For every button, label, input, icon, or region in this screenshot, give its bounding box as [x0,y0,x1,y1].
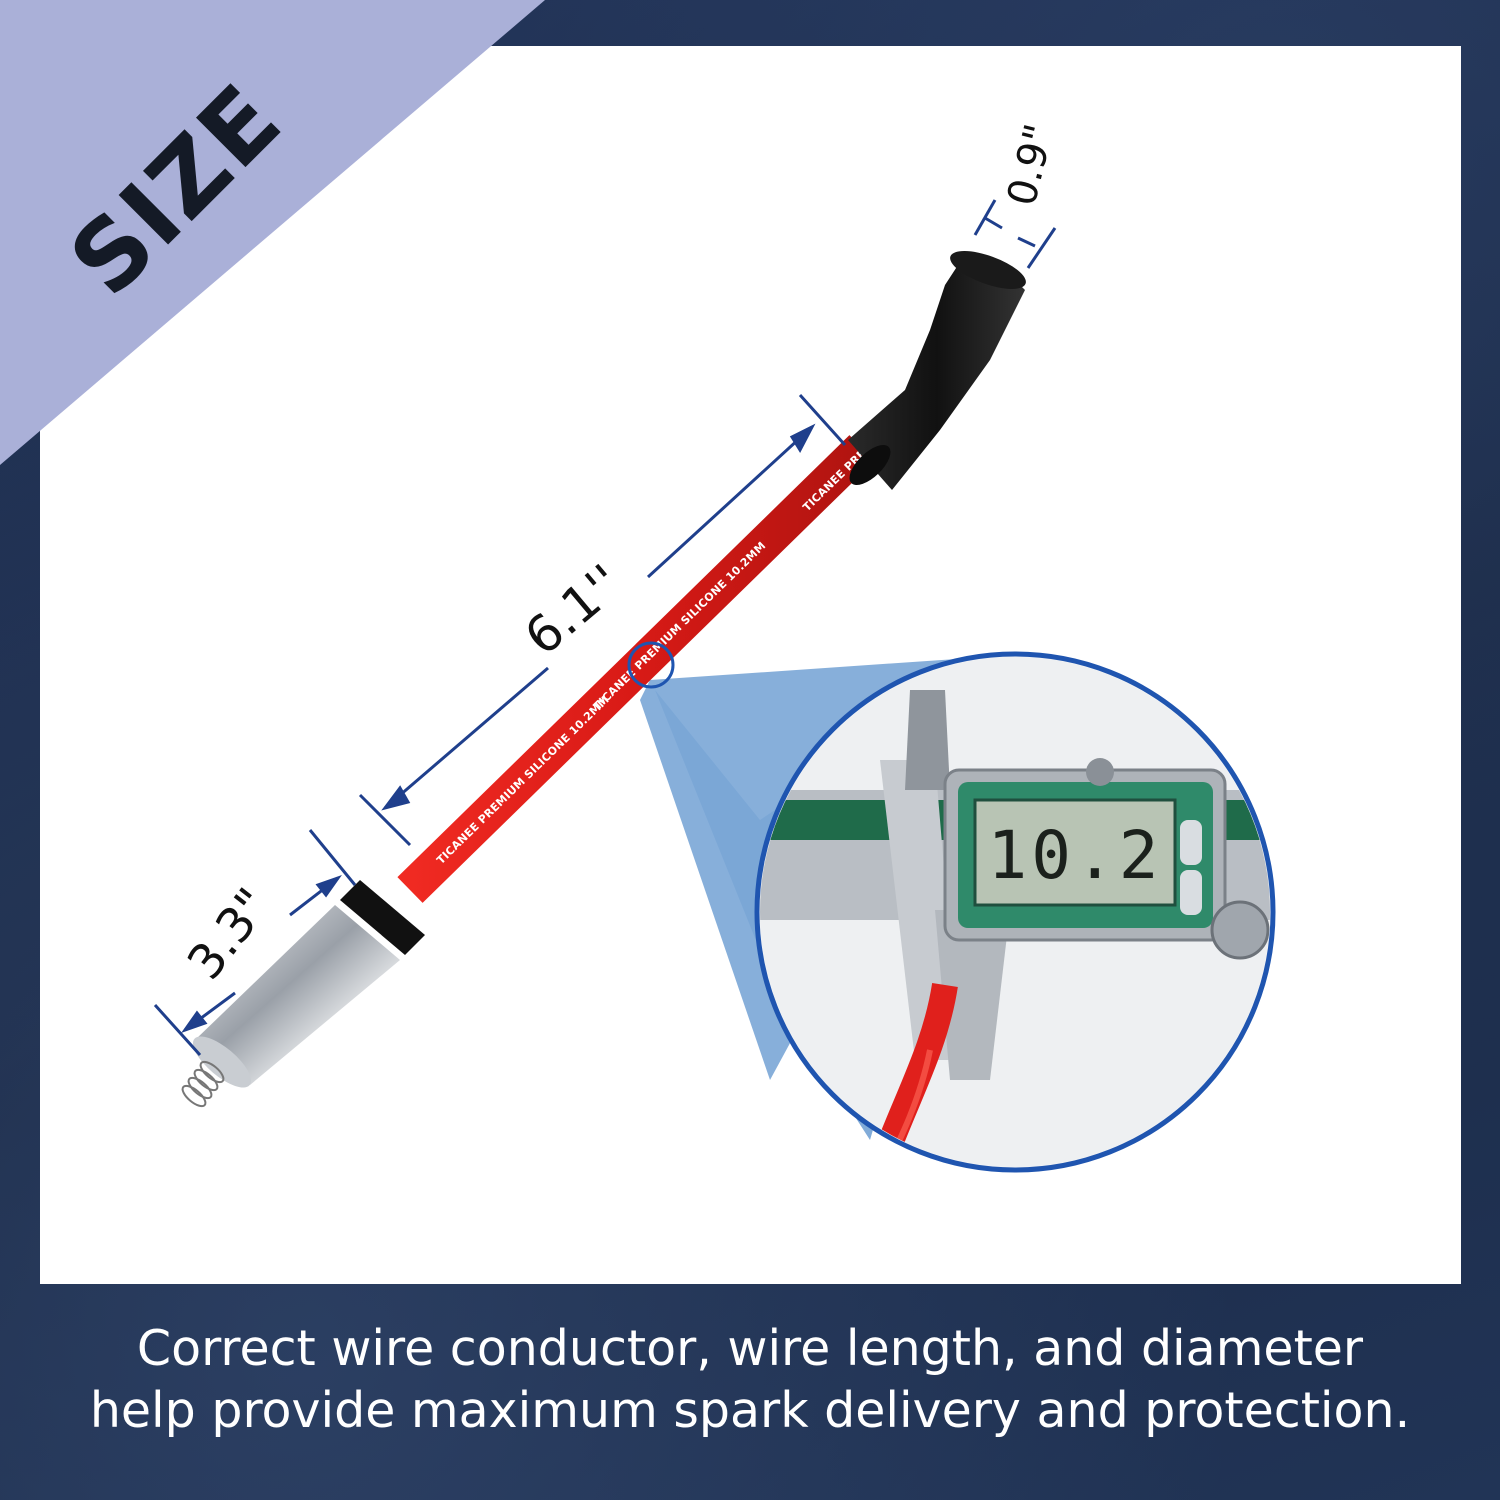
caliper-closeup: 10.2 [754,651,1276,1173]
dimension-lines [153,199,1057,1057]
wire-print-lower: TICANEE PREMIUM SILICONE 10.2MM [434,693,612,867]
caption-line-1: Correct wire conductor, wire length, and… [136,1320,1364,1377]
caption-line-2: help provide maximum spark delivery and … [89,1382,1411,1439]
caliper-reading: 10.2 [988,817,1163,894]
caliper-display [973,798,1177,907]
spark-plug-boot [848,251,1026,490]
caption: Correct wire conductor, wire length, and… [0,1318,1500,1442]
terminal-spring [181,1060,225,1108]
magnify-marker [627,641,675,689]
metal-terminal [181,880,425,1108]
